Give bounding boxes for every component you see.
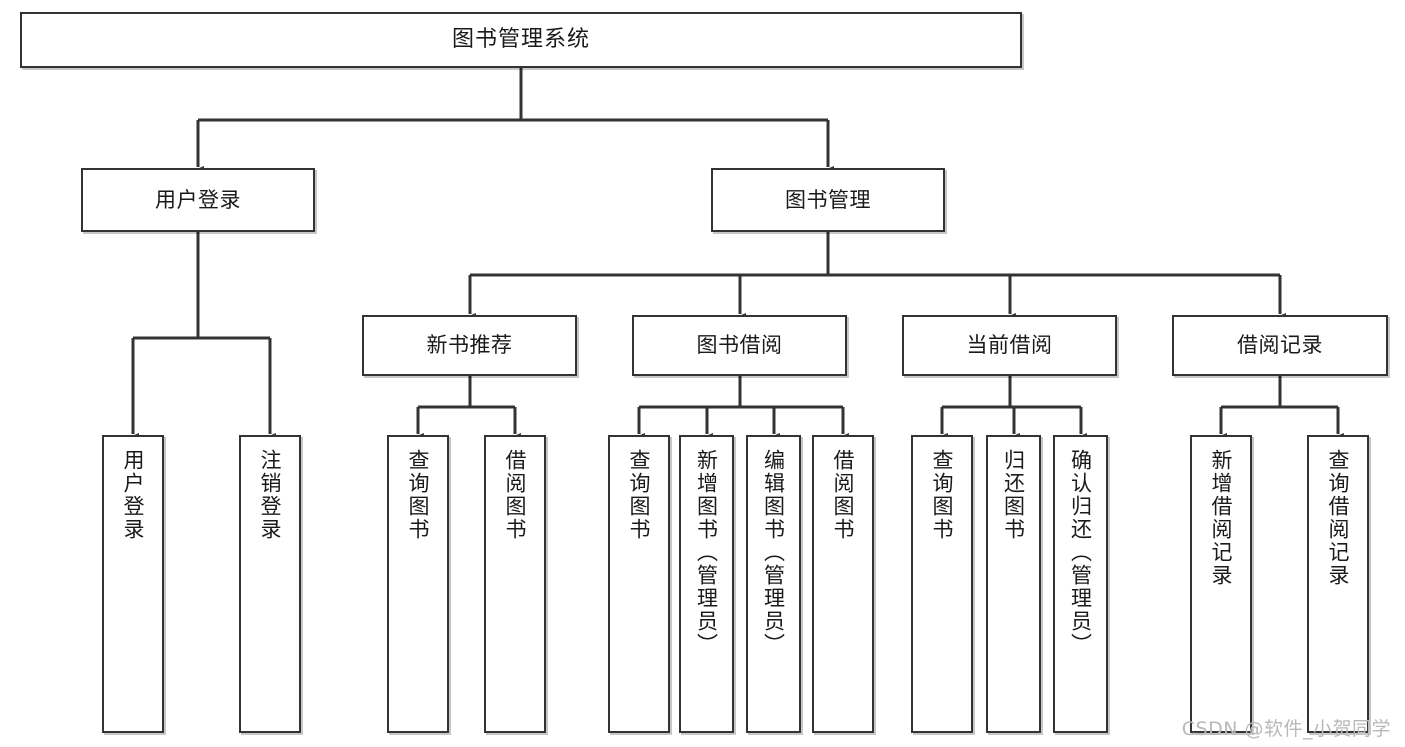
watermark: CSDN @软件_小贺同学 [1181, 718, 1391, 740]
node-label: 查询图书 [627, 449, 652, 541]
node-label: 当前借阅 [966, 333, 1053, 358]
node-current-borrow[interactable]: 当前借阅 [902, 315, 1117, 376]
node-leaf-borrow-book-1[interactable]: 借阅图书 [484, 435, 546, 733]
node-leaf-query-record[interactable]: 查询借阅记录 [1307, 435, 1369, 733]
node-label: 查询图书 [406, 449, 431, 541]
node-label: 查询借阅记录 [1326, 449, 1351, 587]
node-label: 归还图书 [1001, 449, 1026, 541]
node-leaf-borrow-book-2[interactable]: 借阅图书 [812, 435, 874, 733]
node-label: 新书推荐 [426, 333, 513, 358]
node-label: 借阅图书 [831, 449, 856, 541]
node-leaf-user-login[interactable]: 用户登录 [102, 435, 164, 733]
node-label: 用户登录 [121, 449, 146, 541]
node-book-manage[interactable]: 图书管理 [711, 168, 945, 232]
node-label: 编辑图书（管理员） [761, 449, 786, 656]
node-leaf-return-book[interactable]: 归还图书 [986, 435, 1041, 733]
node-leaf-add-book[interactable]: 新增图书（管理员） [679, 435, 734, 733]
node-label: 图书管理系统 [451, 27, 590, 53]
node-label: 新增借阅记录 [1209, 449, 1234, 587]
node-leaf-query-book-2[interactable]: 查询图书 [608, 435, 670, 733]
node-leaf-add-record[interactable]: 新增借阅记录 [1190, 435, 1252, 733]
node-leaf-query-book-1[interactable]: 查询图书 [387, 435, 449, 733]
node-new-book-rec[interactable]: 新书推荐 [362, 315, 577, 376]
node-label: 新增图书（管理员） [694, 449, 719, 656]
node-label: 用户登录 [155, 187, 241, 212]
node-leaf-user-logout[interactable]: 注销登录 [239, 435, 301, 733]
node-borrow-record[interactable]: 借阅记录 [1172, 315, 1388, 376]
node-label: 借阅记录 [1237, 333, 1323, 358]
node-book-borrow[interactable]: 图书借阅 [632, 315, 847, 376]
node-label: 图书借阅 [696, 333, 783, 358]
node-leaf-query-book-3[interactable]: 查询图书 [911, 435, 973, 733]
node-leaf-edit-book[interactable]: 编辑图书（管理员） [746, 435, 801, 733]
node-label: 注销登录 [258, 449, 283, 541]
node-label: 确认归还（管理员） [1068, 449, 1093, 656]
node-label: 图书管理 [785, 187, 871, 212]
node-leaf-confirm-return[interactable]: 确认归还（管理员） [1053, 435, 1108, 733]
node-label: 查询图书 [930, 449, 955, 541]
node-user-login[interactable]: 用户登录 [81, 168, 315, 232]
node-root[interactable]: 图书管理系统 [20, 12, 1022, 68]
node-label: 借阅图书 [503, 449, 528, 541]
